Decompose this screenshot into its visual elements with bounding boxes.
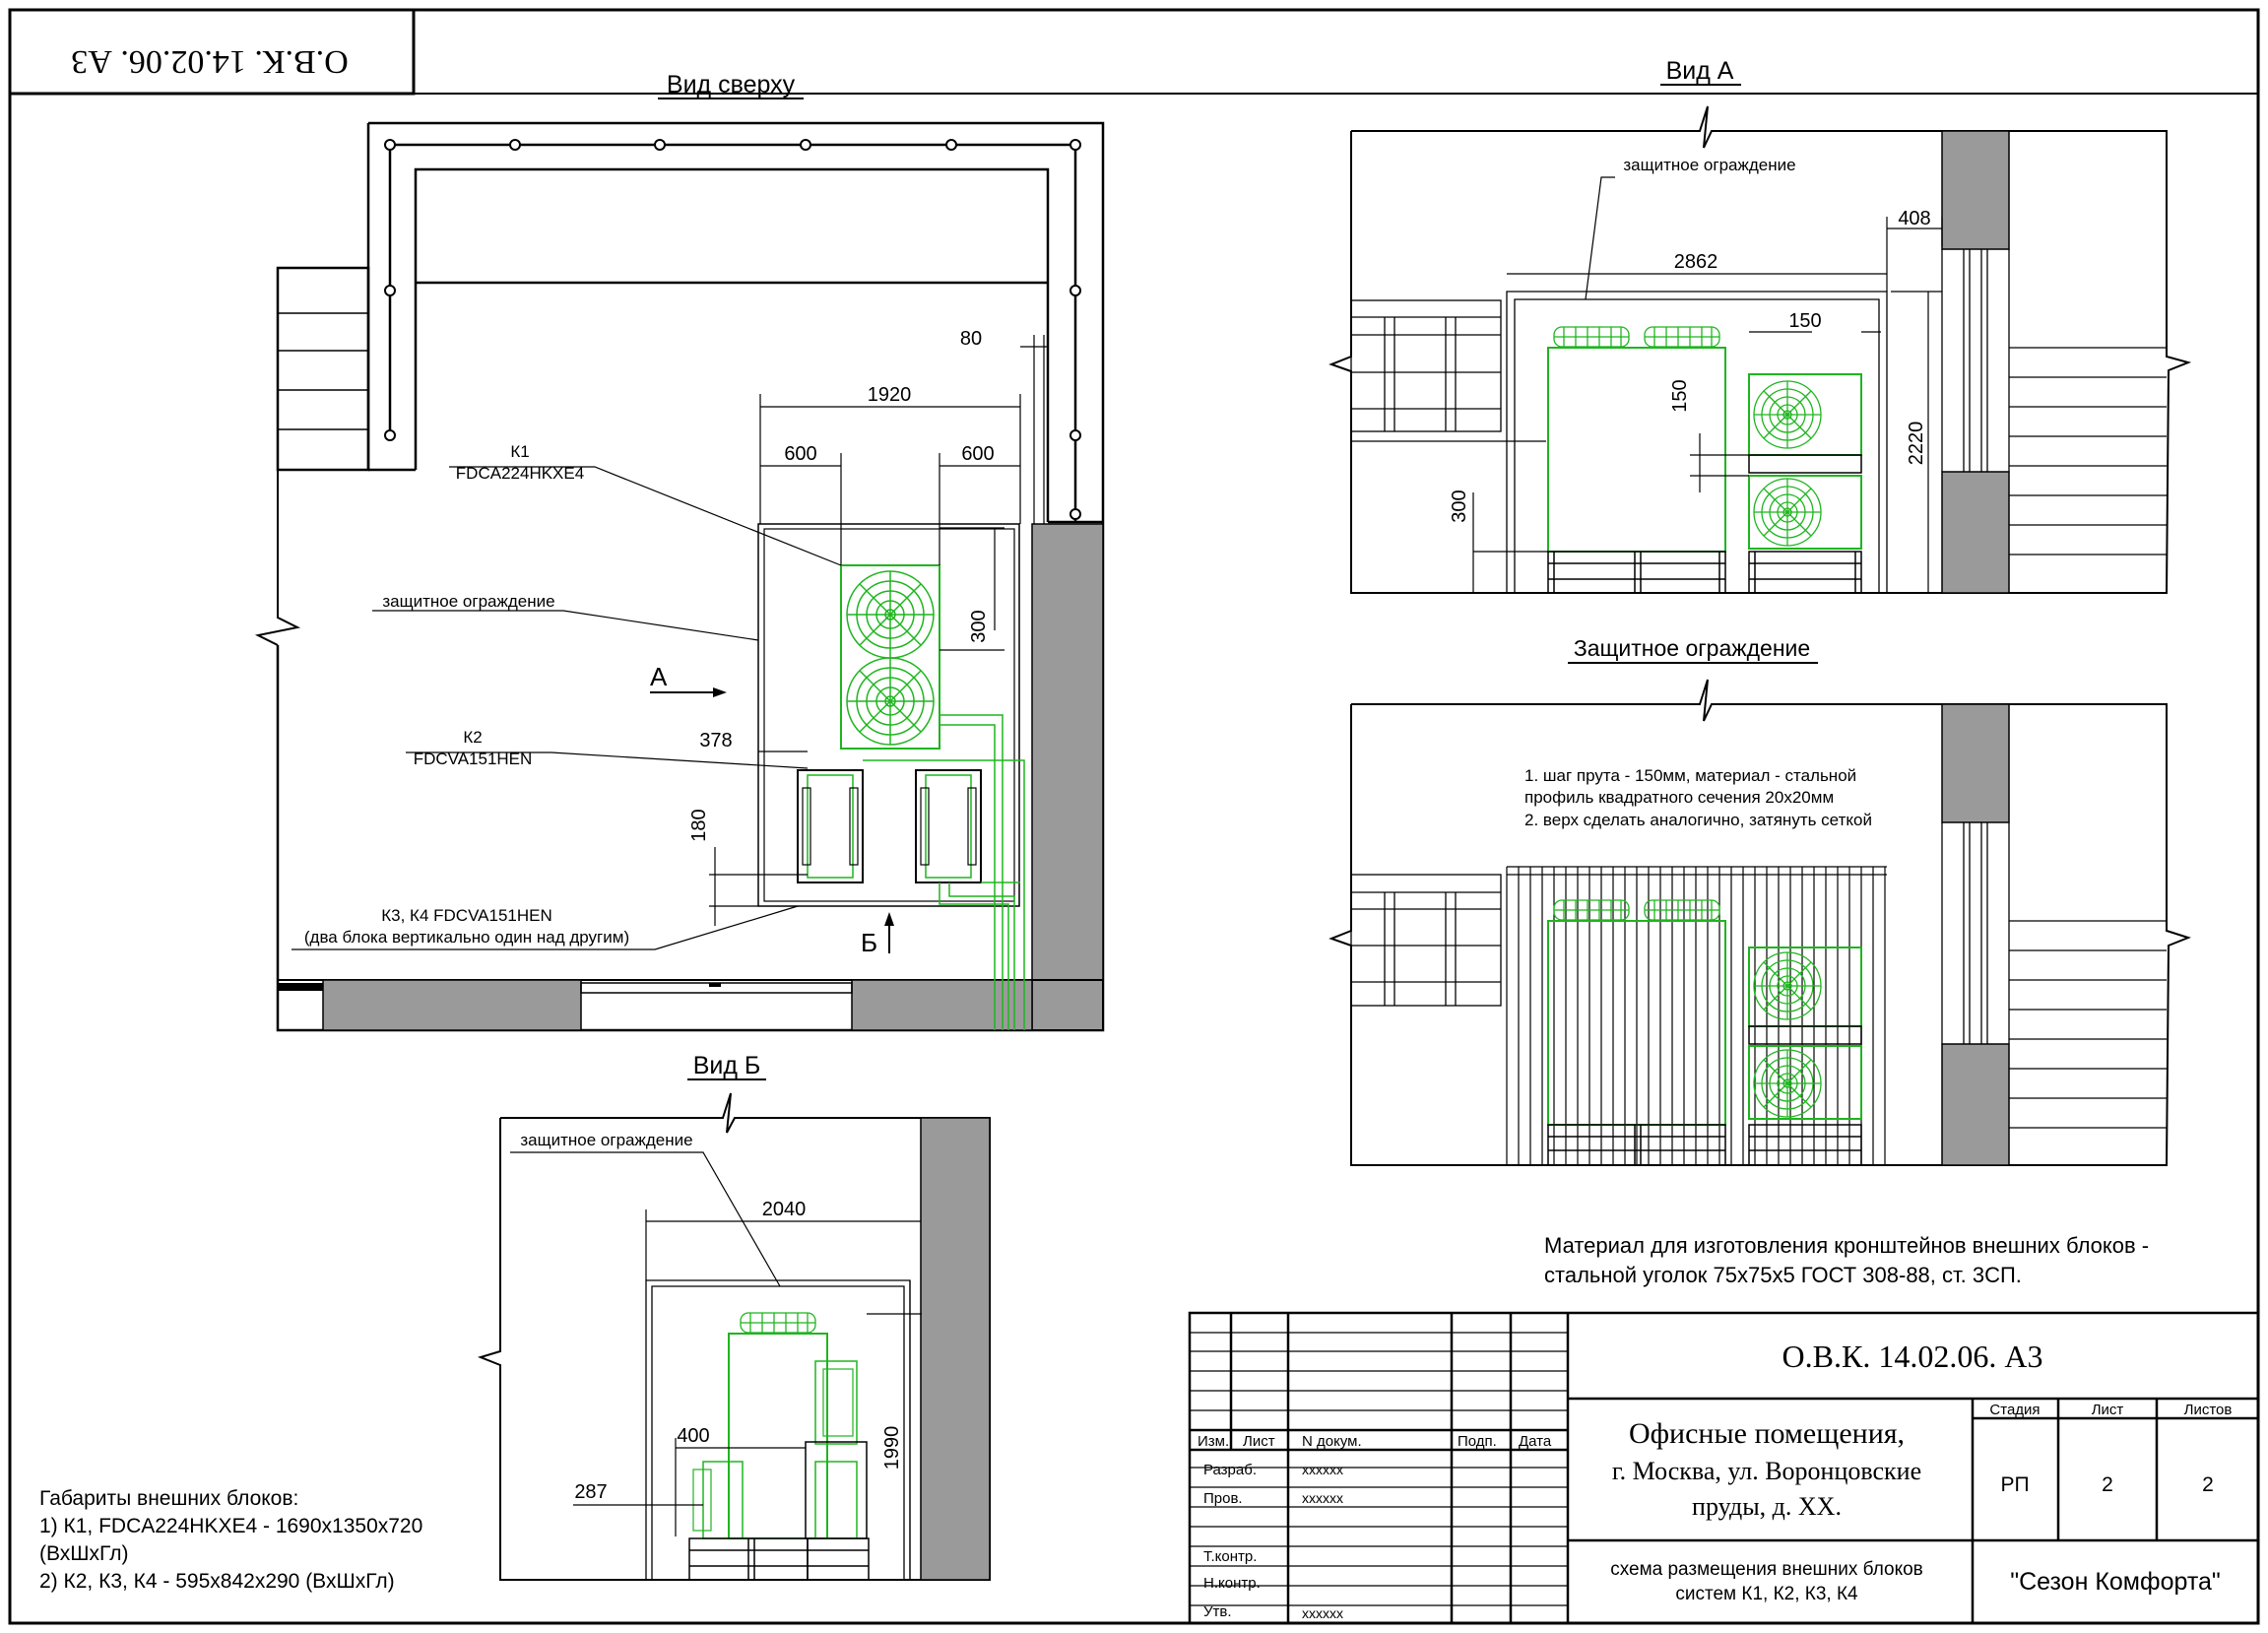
- view-a-title: Вид А: [1666, 57, 1734, 85]
- svg-text:К3, К4 FDCVA151HEN: К3, К4 FDCVA151HEN: [381, 906, 552, 925]
- svg-text:378: 378: [699, 730, 732, 751]
- svg-text:стальной уголок 75х75х5 ГОСТ: стальной уголок 75х75х5 ГОСТ 308-88, ст.…: [1544, 1263, 2022, 1287]
- view-a: Вид А: [1328, 57, 2192, 594]
- svg-text:1990: 1990: [881, 1426, 903, 1470]
- svg-text:FDCA224HKXE4: FDCA224HKXE4: [456, 464, 584, 483]
- fence-view-title: Защитное ограждение: [1574, 635, 1810, 661]
- svg-text:600: 600: [784, 443, 816, 465]
- svg-text:Габариты внешних блоков:: Габариты внешних блоков:: [39, 1487, 298, 1510]
- sheet-frame: [8, 8, 2260, 1625]
- svg-text:Офисные помещения,: Офисные помещения,: [1629, 1417, 1905, 1450]
- svg-text:2040: 2040: [762, 1199, 807, 1220]
- svg-text:защитное ограждение: защитное ограждение: [520, 1131, 692, 1149]
- svg-text:N докум.: N докум.: [1302, 1433, 1362, 1450]
- title-block: О.В.К. 14.02.06. А3 Изм. Лист N докум. П…: [1188, 1311, 2260, 1625]
- svg-text:Листов: Листов: [2184, 1402, 2233, 1418]
- svg-text:хххххх: хххххх: [1302, 1462, 1343, 1477]
- svg-text:2: 2: [2102, 1473, 2113, 1496]
- svg-text:400: 400: [677, 1425, 709, 1447]
- svg-text:300: 300: [1449, 490, 1470, 522]
- svg-text:287: 287: [574, 1481, 607, 1503]
- svg-text:2862: 2862: [1674, 251, 1718, 273]
- svg-text:300: 300: [968, 610, 990, 642]
- svg-text:(ВхШхГл): (ВхШхГл): [39, 1542, 128, 1565]
- unit-dimensions-note: Габариты внешних блоков: 1) К1, FDCA224H…: [39, 1487, 422, 1593]
- svg-text:Лист: Лист: [2092, 1402, 2124, 1418]
- svg-text:150: 150: [1669, 379, 1691, 412]
- top-view-title: Вид сверху: [667, 71, 796, 98]
- svg-text:К1: К1: [510, 442, 529, 461]
- svg-text:80: 80: [960, 328, 982, 350]
- svg-text:О.В.К. 14.02.06. А3: О.В.К. 14.02.06. А3: [1782, 1339, 2043, 1374]
- svg-text:1920: 1920: [868, 384, 912, 406]
- svg-text:1. шаг прута - 150мм, материал: 1. шаг прута - 150мм, материал - стально…: [1524, 766, 1856, 785]
- view-b: Вид Б 2040 1990 400 287 защ: [477, 1052, 991, 1581]
- svg-text:Изм.: Изм.: [1198, 1433, 1229, 1450]
- svg-text:2220: 2220: [1906, 422, 1927, 466]
- svg-text:Лист: Лист: [1243, 1433, 1275, 1450]
- view-b-title: Вид Б: [693, 1052, 761, 1079]
- svg-text:Пров.: Пров.: [1203, 1490, 1243, 1507]
- material-note: Материал для изготовления кронштейнов вн…: [1544, 1233, 2149, 1287]
- svg-text:180: 180: [688, 809, 710, 841]
- fence-view: Защитное ограждение: [1328, 635, 2191, 1166]
- svg-text:систем К1, К2, К3, К4: систем К1, К2, К3, К4: [1675, 1584, 1858, 1604]
- top-view: Вид сверху: [254, 71, 1105, 1032]
- svg-text:(два блока вертикально один на: (два блока вертикально один над другим): [304, 928, 629, 947]
- svg-text:Утв.: Утв.: [1203, 1603, 1232, 1620]
- svg-text:2: 2: [2202, 1473, 2214, 1496]
- svg-text:хххххх: хххххх: [1302, 1490, 1343, 1506]
- svg-text:Дата: Дата: [1519, 1433, 1552, 1450]
- svg-text:защитное ограждение: защитное ограждение: [1623, 156, 1795, 174]
- svg-text:2) К2, К3, К4 - 595х842х290 (В: 2) К2, К3, К4 - 595х842х290 (ВхШхГл): [39, 1570, 395, 1593]
- svg-text:профиль квадратного сечения 20: профиль квадратного сечения 20х20мм: [1524, 788, 1834, 807]
- svg-text:хххххх: хххххх: [1302, 1605, 1343, 1621]
- svg-text:408: 408: [1898, 208, 1930, 229]
- svg-text:150: 150: [1788, 310, 1821, 332]
- svg-text:600: 600: [961, 443, 994, 465]
- svg-text:Стадия: Стадия: [1989, 1402, 2040, 1418]
- svg-text:2. верх сделать аналогично, за: 2. верх сделать аналогично, затянуть сет…: [1524, 811, 1872, 829]
- svg-text:О.В.К. 14.02.06. А3: О.В.К. 14.02.06. А3: [71, 43, 348, 80]
- svg-text:Материал для изготовления крон: Материал для изготовления кронштейнов вн…: [1544, 1233, 2149, 1258]
- svg-text:Т.контр.: Т.контр.: [1203, 1548, 1257, 1565]
- svg-text:К2: К2: [463, 728, 482, 747]
- svg-text:Подп.: Подп.: [1458, 1433, 1497, 1450]
- svg-text:пруды, д. ХХ.: пруды, д. ХХ.: [1692, 1492, 1842, 1521]
- svg-text:Разраб.: Разраб.: [1203, 1462, 1257, 1478]
- svg-text:Н.контр.: Н.контр.: [1203, 1575, 1261, 1592]
- svg-text:г. Москва, ул. Воронцовские: г. Москва, ул. Воронцовские: [1612, 1457, 1921, 1485]
- svg-text:1) К1, FDCA224HKXE4 - 1690х135: 1) К1, FDCA224HKXE4 - 1690х1350х720: [39, 1515, 422, 1537]
- svg-text:схема размещения внешних блоко: схема размещения внешних блоков: [1610, 1559, 1923, 1580]
- svg-text:Б: Б: [861, 928, 877, 957]
- rotated-stamp: О.В.К. 14.02.06. А3: [8, 8, 416, 96]
- svg-text:защитное ограждение: защитное ограждение: [382, 592, 554, 611]
- svg-text:FDCVA151HEN: FDCVA151HEN: [414, 750, 533, 768]
- svg-text:А: А: [650, 662, 668, 691]
- svg-text:"Сезон Комфорта": "Сезон Комфорта": [2010, 1568, 2221, 1596]
- svg-text:РП: РП: [2000, 1473, 2029, 1496]
